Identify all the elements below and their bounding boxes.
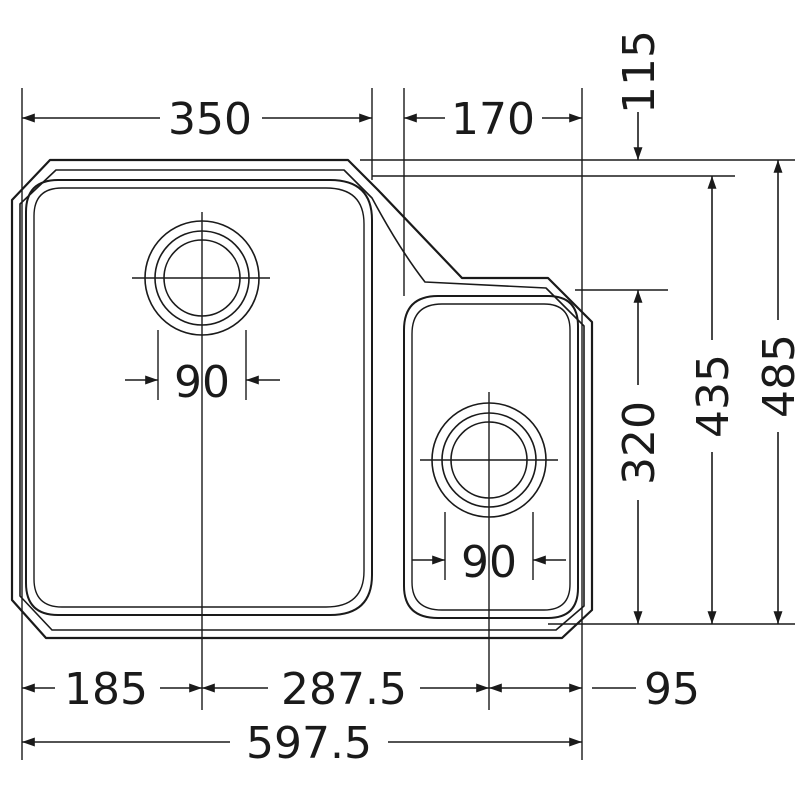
dim-label-90-left: 90 <box>174 357 230 408</box>
dim-label-350: 350 <box>168 94 252 145</box>
dim-label-485: 485 <box>754 334 800 418</box>
sink-inner-rim <box>19 169 585 631</box>
dim-label-115: 115 <box>614 30 665 114</box>
sink-outer-rim <box>10 158 594 640</box>
dim-label-435: 435 <box>688 354 739 438</box>
dim-label-170: 170 <box>451 94 535 145</box>
left-bowl <box>25 179 373 616</box>
left-bowl-inner <box>33 187 365 608</box>
dim-label-90-right: 90 <box>461 537 517 588</box>
dim-label-287-5: 287.5 <box>281 664 407 715</box>
right-bowl-inner <box>411 303 571 611</box>
dim-label-320: 320 <box>614 401 665 485</box>
right-bowl <box>403 295 579 619</box>
dim-label-597-5: 597.5 <box>246 718 372 769</box>
dim-label-185: 185 <box>64 664 148 715</box>
dim-label-95: 95 <box>644 664 700 715</box>
